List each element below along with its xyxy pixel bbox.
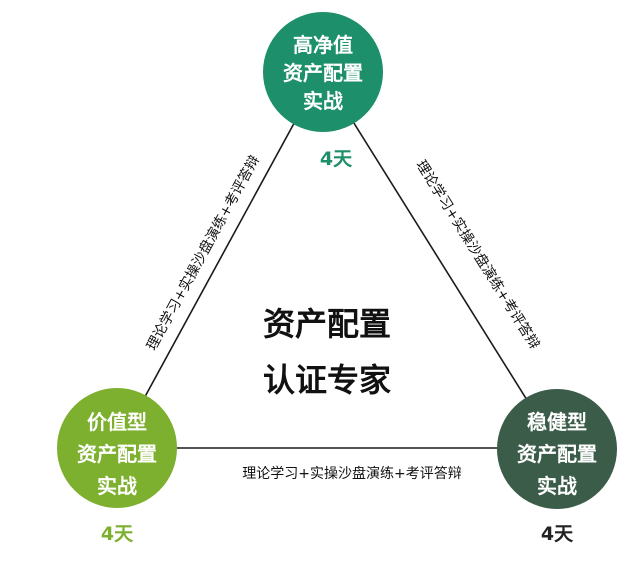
node-top-line3: 实战 [303, 89, 343, 113]
node-right-line3: 实战 [537, 474, 577, 498]
node-left-line2: 资产配置 [77, 442, 157, 466]
center-title-line2: 认证专家 [263, 361, 391, 399]
node-left-duration: 4天 [101, 523, 134, 545]
node-right-duration: 4天 [541, 523, 574, 545]
node-top-line2: 资产配置 [283, 61, 363, 85]
edge-right-label: 理论学习+实操沙盘演练+考评答辩 [412, 157, 543, 352]
node-left-line3: 实战 [97, 474, 137, 498]
edge-left-label: 理论学习+实操沙盘演练+考评答辩 [143, 152, 263, 353]
node-top-line1: 高净值 [293, 33, 353, 57]
node-top-circle [263, 12, 383, 132]
node-right-line1: 稳健型 [527, 410, 587, 434]
node-left-circle [57, 388, 177, 508]
edge-right [321, 71, 558, 449]
node-right-line2: 资产配置 [517, 442, 597, 466]
node-right: 稳健型 资产配置 实战 [497, 389, 617, 509]
center-title-line1: 资产配置 [263, 305, 391, 343]
node-left-line1: 价值型 [87, 410, 147, 434]
edge-left [116, 71, 323, 449]
node-left: 价值型 资产配置 实战 [57, 388, 177, 508]
node-right-circle [497, 389, 617, 509]
node-top-duration: 4天 [320, 148, 353, 170]
edge-bottom-label: 理论学习+实操沙盘演练+考评答辩 [242, 465, 461, 482]
node-top: 高净值 资产配置 实战 [263, 12, 383, 132]
